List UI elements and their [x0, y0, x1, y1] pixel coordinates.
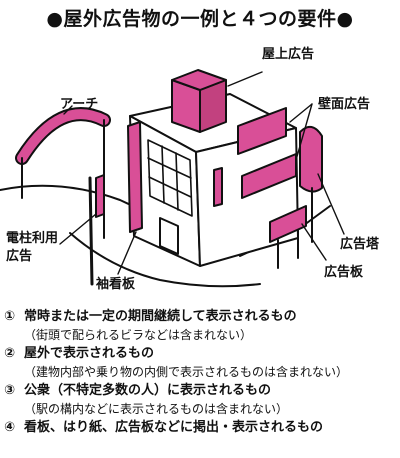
requirement-note: （建物内部や乗り物の内側で表示されるものは含まれない）: [24, 365, 349, 379]
label-sleeve: 袖看板: [96, 276, 136, 292]
requirement-text: 常時または一定の期間継続して表示されるもの: [24, 309, 297, 324]
requirement-number: ①: [4, 309, 16, 324]
wall-ad-1: [237, 107, 287, 155]
rooftop-box-top: [171, 69, 227, 91]
requirement-1: ① 常時または一定の期間継続して表示されるもの （街頭で配られるビラなどは含まれ…: [4, 308, 398, 344]
label-tower: 広告塔: [340, 236, 380, 252]
door: [159, 217, 179, 255]
label-pole-1: 電柱利用: [6, 230, 58, 246]
signboard: [269, 205, 307, 243]
requirement-4: ④ 看板、はり紙、広告板などに掲出・表示されるもの: [4, 419, 398, 437]
requirement-text: 屋外で表示されるもの: [24, 346, 155, 361]
window-grid: [147, 139, 193, 217]
requirement-3: ③ 公衆（不特定多数の人）に表示されるもの （駅の構内などに表示されるものは含ま…: [4, 382, 398, 418]
wall-ad-3: [213, 167, 223, 207]
road-line: [0, 184, 151, 215]
requirement-number: ③: [4, 383, 16, 398]
label-arch: アーチ: [60, 97, 98, 112]
outdoor-ad-illustration: 屋上広告 アーチ 壁面広告 電柱利用 広告 広告塔 袖看板 広告板: [0, 46, 380, 292]
requirement-note: （街頭で配られるビラなどは含まれない）: [24, 328, 253, 342]
page-title: ●屋外広告物の一例と４つの要件●: [46, 8, 354, 30]
pole-ad: [95, 174, 105, 218]
requirements-list: ① 常時または一定の期間継続して表示されるもの （街頭で配られるビラなどは含まれ…: [4, 308, 398, 438]
utility-pole: [88, 176, 94, 286]
requirement-number: ④: [4, 420, 16, 435]
tower-ad: [299, 125, 323, 193]
label-wall: 壁面広告: [318, 96, 370, 112]
requirement-text: 看板、はり紙、広告板などに掲出・表示されるもの: [24, 420, 324, 435]
label-board: 広告板: [324, 264, 364, 280]
requirement-number: ②: [4, 346, 16, 361]
road-curve: [69, 232, 261, 288]
label-rooftop: 屋上広告: [262, 46, 314, 62]
requirement-text: 公衆（不特定多数の人）に表示されるもの: [24, 383, 272, 398]
sleeve-sign: [127, 121, 143, 233]
requirement-note: （駅の構内などに表示されるものは含まれない）: [24, 402, 289, 416]
wall-ad-2: [241, 153, 297, 199]
label-pole-2: 広告: [6, 248, 32, 264]
requirement-2: ② 屋外で表示されるもの （建物内部や乗り物の内側で表示されるものは含まれない）: [4, 345, 398, 381]
